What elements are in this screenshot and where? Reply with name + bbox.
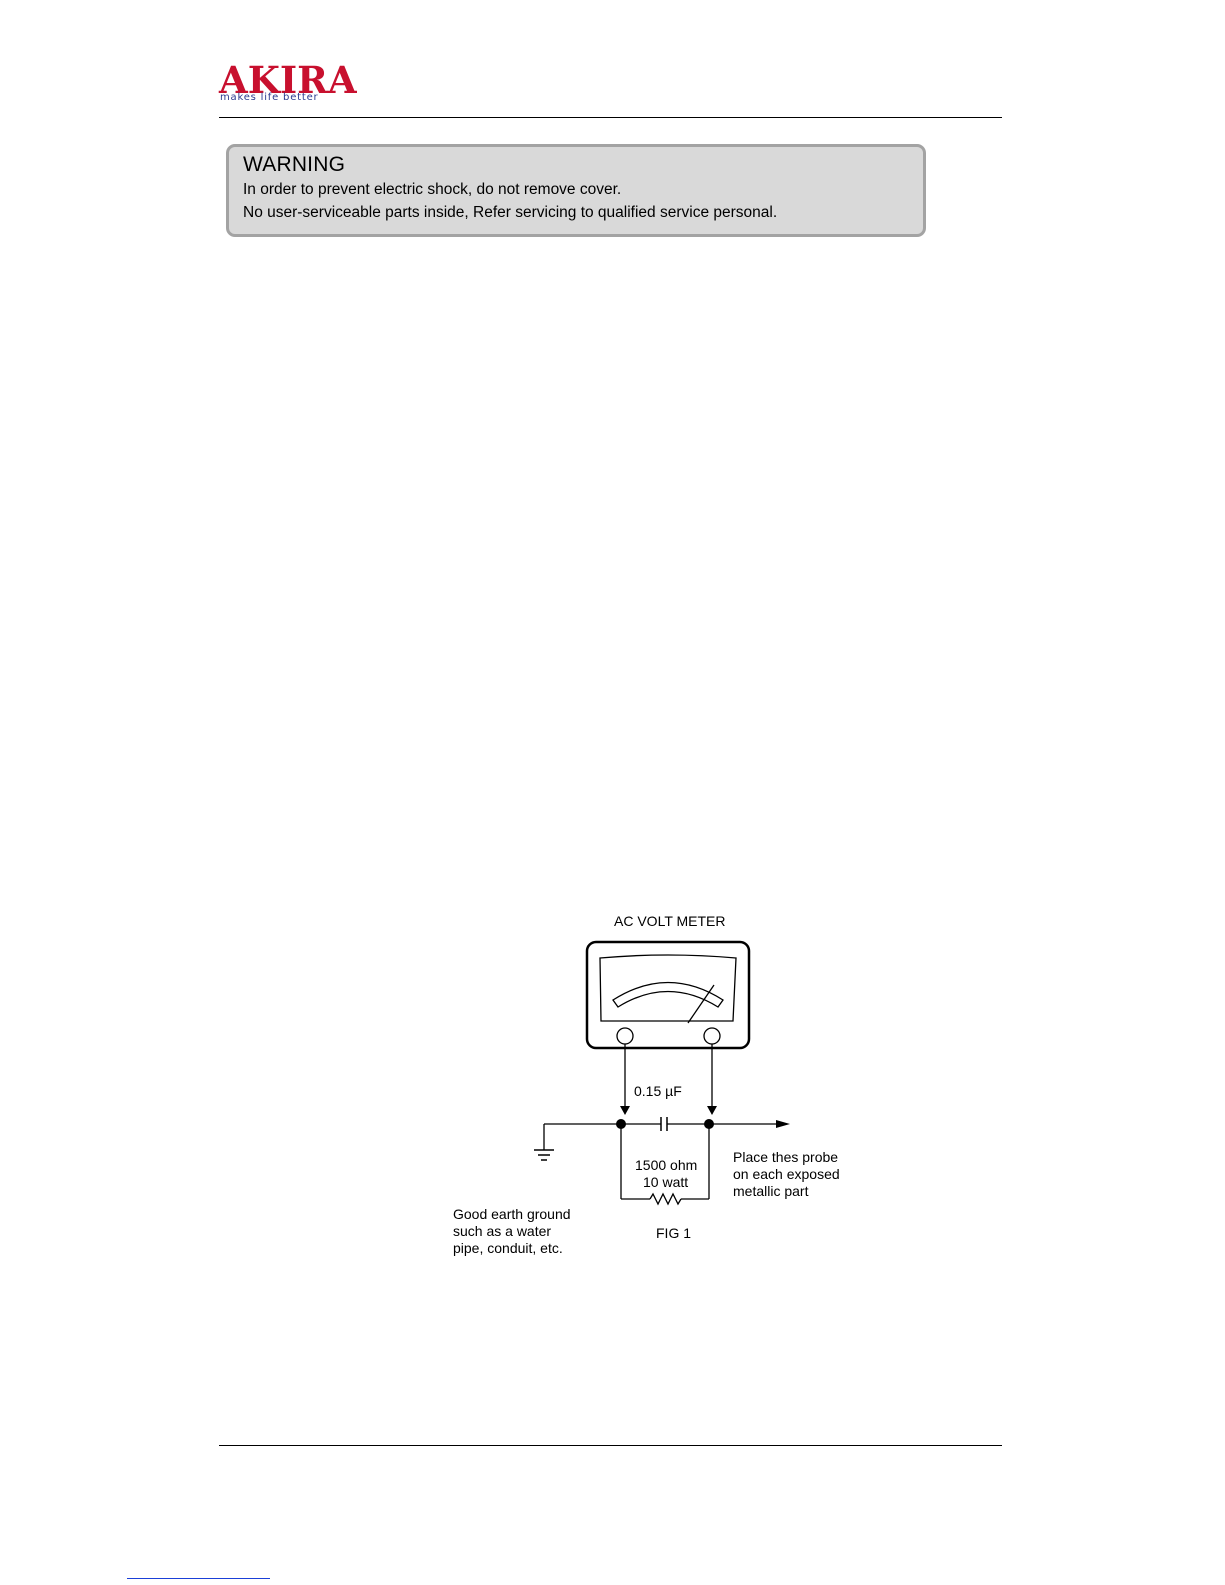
meter-terminal-left [616, 1027, 634, 1045]
circuit-drawing [534, 940, 790, 1206]
probe-text-3: metallic part [733, 1183, 809, 1199]
resistor-label-watt: 10 watt [643, 1174, 689, 1190]
resistor [649, 1192, 682, 1206]
figure-caption: FIG 1 [656, 1225, 692, 1241]
warning-line-1: In order to prevent electric shock, do n… [243, 181, 622, 198]
akira-logo: AKIRA makes life better [219, 60, 359, 106]
footer-rule [219, 1445, 1002, 1446]
meter-needle [687, 984, 715, 1024]
ground-text-2: such as a water [453, 1223, 552, 1239]
resistor-label-ohm: 1500 ohm [635, 1157, 698, 1173]
capacitor-label: 0.15 µF [634, 1083, 682, 1099]
probe-arrow [776, 1120, 790, 1128]
lead-arrow-right [707, 1106, 717, 1115]
ground-text-3: pipe, conduit, etc. [453, 1240, 563, 1256]
meter-terminal-right [703, 1027, 721, 1045]
warning-box: WARNING In order to prevent electric sho… [226, 144, 926, 237]
footer-link-underline[interactable] [127, 1578, 270, 1579]
probe-text-2: on each exposed [733, 1166, 840, 1182]
logo-tagline: makes life better [220, 92, 319, 103]
header-rule [219, 117, 1002, 118]
probe-text-1: Place thes probe [733, 1149, 839, 1165]
logo-wordmark: AKIRA [219, 58, 357, 102]
meter-label: AC VOLT METER [614, 913, 726, 929]
warning-line-2: No user-serviceable parts inside, Refer … [243, 204, 778, 221]
lead-arrow-left [620, 1106, 630, 1115]
leakage-test-diagram: AC VOLT METER 0.15 µF 1500 ohm 10 watt P… [430, 910, 890, 1270]
meter-scale [612, 981, 724, 1008]
warning-title: WARNING [243, 153, 346, 176]
ground-text-1: Good earth ground [453, 1206, 571, 1222]
